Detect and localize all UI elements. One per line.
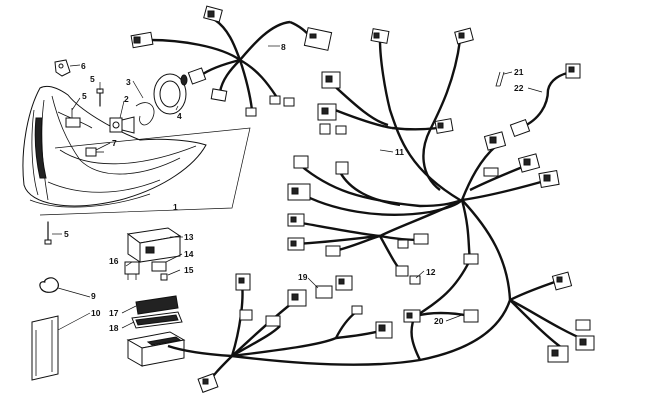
callout-5-lower: 5 [64, 229, 69, 239]
callout-19: 18 [109, 323, 119, 333]
main-harness [149, 19, 586, 385]
headlight-housing [22, 85, 207, 208]
screw-upper [96, 88, 104, 107]
callout-21: 20 [434, 316, 444, 326]
callout-10: 9 [91, 291, 96, 301]
fuse-panel-cover [135, 295, 179, 315]
dust-cover [153, 73, 188, 115]
callout-15: 14 [184, 249, 194, 259]
callout-23: 22 [514, 83, 524, 93]
protective-sleeve [31, 315, 59, 381]
callout-5-upper: 5 [90, 74, 95, 84]
callout-6: 5 [82, 91, 87, 101]
position-lamp-socket [85, 147, 104, 157]
assembly-bracket-line [39, 127, 251, 216]
mini-fuse [160, 273, 168, 281]
fuse-relay-box [126, 227, 182, 263]
callout-22: 21 [514, 67, 524, 77]
mount-bracket [54, 59, 71, 77]
retaining-clip [135, 102, 155, 126]
callout-17: 16 [109, 256, 119, 266]
screw-lower [44, 221, 52, 245]
callout-14: 13 [184, 232, 194, 242]
callout-1: 1 [173, 202, 178, 212]
callout-3: 3 [126, 77, 131, 87]
leader-lines [52, 45, 543, 331]
callout-8: 7 [112, 138, 117, 148]
fuse-panel [131, 311, 183, 329]
connectors [130, 5, 595, 393]
callout-4: 4 [177, 111, 182, 121]
callout-20: 19 [298, 272, 308, 282]
callout-11: 10 [91, 308, 101, 318]
callout-2: 2 [124, 94, 129, 104]
callout-16: 15 [184, 265, 194, 275]
callout-7: 6 [81, 61, 86, 71]
relay [124, 261, 140, 280]
callout-labels: 6 5 5 3 2 4 7 1 5 8 11 13 14 16 15 9 10 … [64, 42, 524, 333]
clamp-ring [39, 277, 59, 293]
callout-13: 12 [426, 267, 436, 277]
callout-12: 11 [395, 147, 404, 157]
callout-9: 8 [281, 42, 286, 52]
fuse [151, 261, 167, 272]
callout-18: 17 [109, 308, 119, 318]
headlight-bulb [109, 116, 135, 134]
